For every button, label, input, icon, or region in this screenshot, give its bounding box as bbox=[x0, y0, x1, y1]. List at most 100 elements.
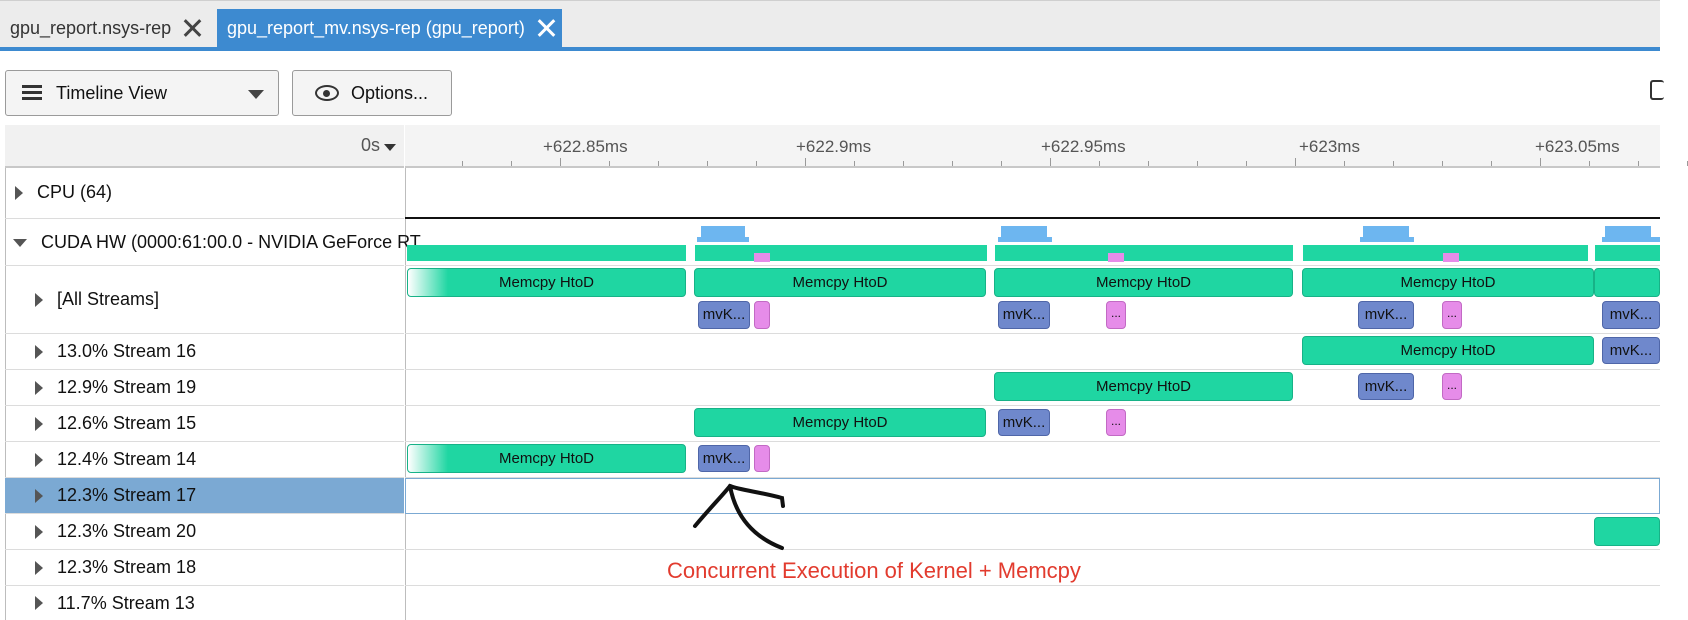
row-stream-16[interactable]: 13.0% Stream 16 bbox=[5, 334, 404, 370]
row-stream-17[interactable]: 12.3% Stream 17 bbox=[5, 478, 404, 514]
row-label: 13.0% Stream 16 bbox=[57, 341, 197, 361]
expand-arrow-icon[interactable] bbox=[35, 488, 43, 503]
row-stream-14[interactable]: 12.4% Stream 14 bbox=[5, 442, 404, 478]
time-ruler[interactable]: +622.85ms +622.9ms +622.95ms +623ms +623… bbox=[405, 125, 1688, 168]
tick-label: +622.95ms bbox=[1041, 137, 1126, 156]
stream-19-track[interactable]: Memcpy HtoD mvK... ... bbox=[405, 370, 1660, 406]
overview-bar bbox=[407, 245, 686, 261]
tick-mark bbox=[658, 161, 659, 166]
row-cuda-hw[interactable]: CUDA HW (0000:61:00.0 - NVIDIA GeForce R… bbox=[5, 220, 434, 266]
tick-mark bbox=[1197, 161, 1198, 166]
tick-mark bbox=[1099, 161, 1100, 166]
stream-20-track[interactable] bbox=[405, 514, 1660, 550]
small-kernel-block[interactable]: ... bbox=[1106, 301, 1126, 329]
memcpy-block[interactable]: Memcpy HtoD bbox=[1302, 336, 1594, 365]
menu-icon bbox=[22, 85, 42, 101]
cpu-track[interactable] bbox=[405, 167, 1660, 219]
row-stream-18[interactable]: 12.3% Stream 18 bbox=[5, 550, 404, 586]
tick-mark bbox=[952, 161, 953, 166]
row-label: [All Streams] bbox=[57, 289, 160, 309]
expand-arrow-icon[interactable] bbox=[35, 452, 43, 467]
small-kernel-block[interactable]: ... bbox=[1442, 373, 1462, 400]
time-origin-label[interactable]: 0s bbox=[360, 135, 380, 155]
row-stream-15[interactable]: 12.6% Stream 15 bbox=[5, 406, 404, 442]
memcpy-block[interactable]: Memcpy HtoD bbox=[407, 268, 686, 297]
row-tree-panel bbox=[5, 125, 406, 620]
expand-arrow-icon[interactable] bbox=[35, 524, 43, 539]
expand-arrow-icon[interactable] bbox=[15, 185, 23, 200]
tick-label: +623ms bbox=[1299, 137, 1360, 156]
small-kernel-block[interactable]: ... bbox=[1106, 409, 1126, 436]
row-label: 12.6% Stream 15 bbox=[57, 413, 197, 433]
panel-toggle-icon[interactable] bbox=[1650, 80, 1664, 100]
kernel-block[interactable]: mvK... bbox=[698, 445, 750, 472]
kernel-block[interactable]: mvK... bbox=[698, 301, 750, 329]
kernel-block[interactable]: mvK... bbox=[998, 301, 1050, 329]
expand-arrow-icon[interactable] bbox=[35, 560, 43, 575]
options-button[interactable]: Options... bbox=[292, 70, 452, 116]
row-stream-20[interactable]: 12.3% Stream 20 bbox=[5, 514, 404, 550]
close-icon[interactable] bbox=[535, 17, 557, 39]
kernel-block[interactable]: mvK... bbox=[1602, 337, 1660, 364]
view-selector-dropdown[interactable]: Timeline View bbox=[5, 70, 279, 116]
small-kernel-block[interactable] bbox=[754, 301, 770, 329]
tick-label: +623.05ms bbox=[1535, 137, 1620, 156]
overview-bar bbox=[995, 245, 1293, 261]
tick-mark bbox=[511, 161, 512, 166]
kernel-block[interactable]: mvK... bbox=[1358, 373, 1414, 400]
all-streams-track[interactable]: Memcpy HtoD Memcpy HtoD Memcpy HtoD Memc… bbox=[405, 266, 1660, 334]
kernel-block[interactable]: mvK... bbox=[1602, 301, 1660, 329]
memcpy-block[interactable]: Memcpy HtoD bbox=[407, 444, 686, 473]
tick-mark bbox=[560, 158, 561, 166]
tick-label: +622.85ms bbox=[543, 137, 628, 156]
chevron-down-icon[interactable] bbox=[384, 144, 396, 151]
tick-mark bbox=[609, 161, 610, 166]
memcpy-block[interactable]: Memcpy HtoD bbox=[1302, 268, 1594, 297]
stream-16-track[interactable]: Memcpy HtoD mvK... bbox=[405, 334, 1660, 370]
annotation-arrow-icon bbox=[693, 483, 785, 550]
cuda-hw-track[interactable] bbox=[405, 220, 1660, 266]
tick-label: +622.9ms bbox=[796, 137, 872, 156]
expand-arrow-icon[interactable] bbox=[35, 380, 43, 395]
tab-gpu-report-mv[interactable]: gpu_report_mv.nsys-rep (gpu_report) bbox=[217, 9, 562, 47]
collapse-arrow-icon[interactable] bbox=[13, 238, 27, 247]
tick-mark bbox=[1589, 161, 1590, 166]
row-stream-13[interactable]: 11.7% Stream 13 bbox=[5, 586, 404, 620]
tick-mark bbox=[1540, 158, 1541, 166]
memcpy-block[interactable] bbox=[1594, 517, 1660, 546]
stream-13-track[interactable] bbox=[405, 586, 1660, 620]
kernel-block[interactable]: mvK... bbox=[998, 409, 1050, 436]
row-cpu[interactable]: CPU (64) bbox=[5, 167, 404, 219]
row-stream-19[interactable]: 12.9% Stream 19 bbox=[5, 370, 404, 406]
close-icon[interactable] bbox=[181, 17, 203, 39]
row-label: CPU (64) bbox=[37, 182, 113, 202]
memcpy-block[interactable]: Memcpy HtoD bbox=[994, 372, 1293, 401]
memcpy-block[interactable]: Memcpy HtoD bbox=[694, 268, 986, 297]
memcpy-block[interactable]: Memcpy HtoD bbox=[694, 408, 986, 437]
expand-arrow-icon[interactable] bbox=[35, 416, 43, 431]
overview-kernel-bar bbox=[1001, 226, 1047, 238]
time-origin-header: 0s bbox=[5, 125, 404, 168]
stream-15-track[interactable]: Memcpy HtoD mvK... ... bbox=[405, 406, 1660, 442]
stream-14-track[interactable]: Memcpy HtoD mvK... bbox=[405, 442, 1660, 478]
stream-17-track[interactable] bbox=[405, 478, 1660, 514]
small-kernel-block[interactable]: ... bbox=[1442, 301, 1462, 329]
expand-arrow-icon[interactable] bbox=[35, 344, 43, 359]
row-all-streams[interactable]: [All Streams] bbox=[5, 266, 404, 334]
tab-gpu-report[interactable]: gpu_report.nsys-rep bbox=[0, 9, 214, 47]
tab-label: gpu_report.nsys-rep bbox=[10, 17, 172, 38]
stream-18-track[interactable] bbox=[405, 550, 1660, 586]
row-label: 12.9% Stream 19 bbox=[57, 377, 197, 397]
kernel-block[interactable]: mvK... bbox=[1358, 301, 1414, 329]
expand-arrow-icon[interactable] bbox=[35, 292, 43, 307]
memcpy-block[interactable]: Memcpy HtoD bbox=[994, 268, 1293, 297]
row-label: CUDA HW (0000:61:00.0 - NVIDIA GeForce R… bbox=[41, 232, 434, 252]
tab-underline bbox=[0, 47, 1660, 51]
tick-mark bbox=[1050, 158, 1051, 166]
overview-kernel-bar bbox=[1605, 226, 1651, 238]
memcpy-block[interactable] bbox=[1594, 268, 1660, 297]
expand-arrow-icon[interactable] bbox=[35, 596, 43, 610]
tick-mark bbox=[805, 158, 806, 166]
small-kernel-block[interactable] bbox=[754, 445, 770, 472]
chevron-down-icon bbox=[248, 90, 264, 99]
